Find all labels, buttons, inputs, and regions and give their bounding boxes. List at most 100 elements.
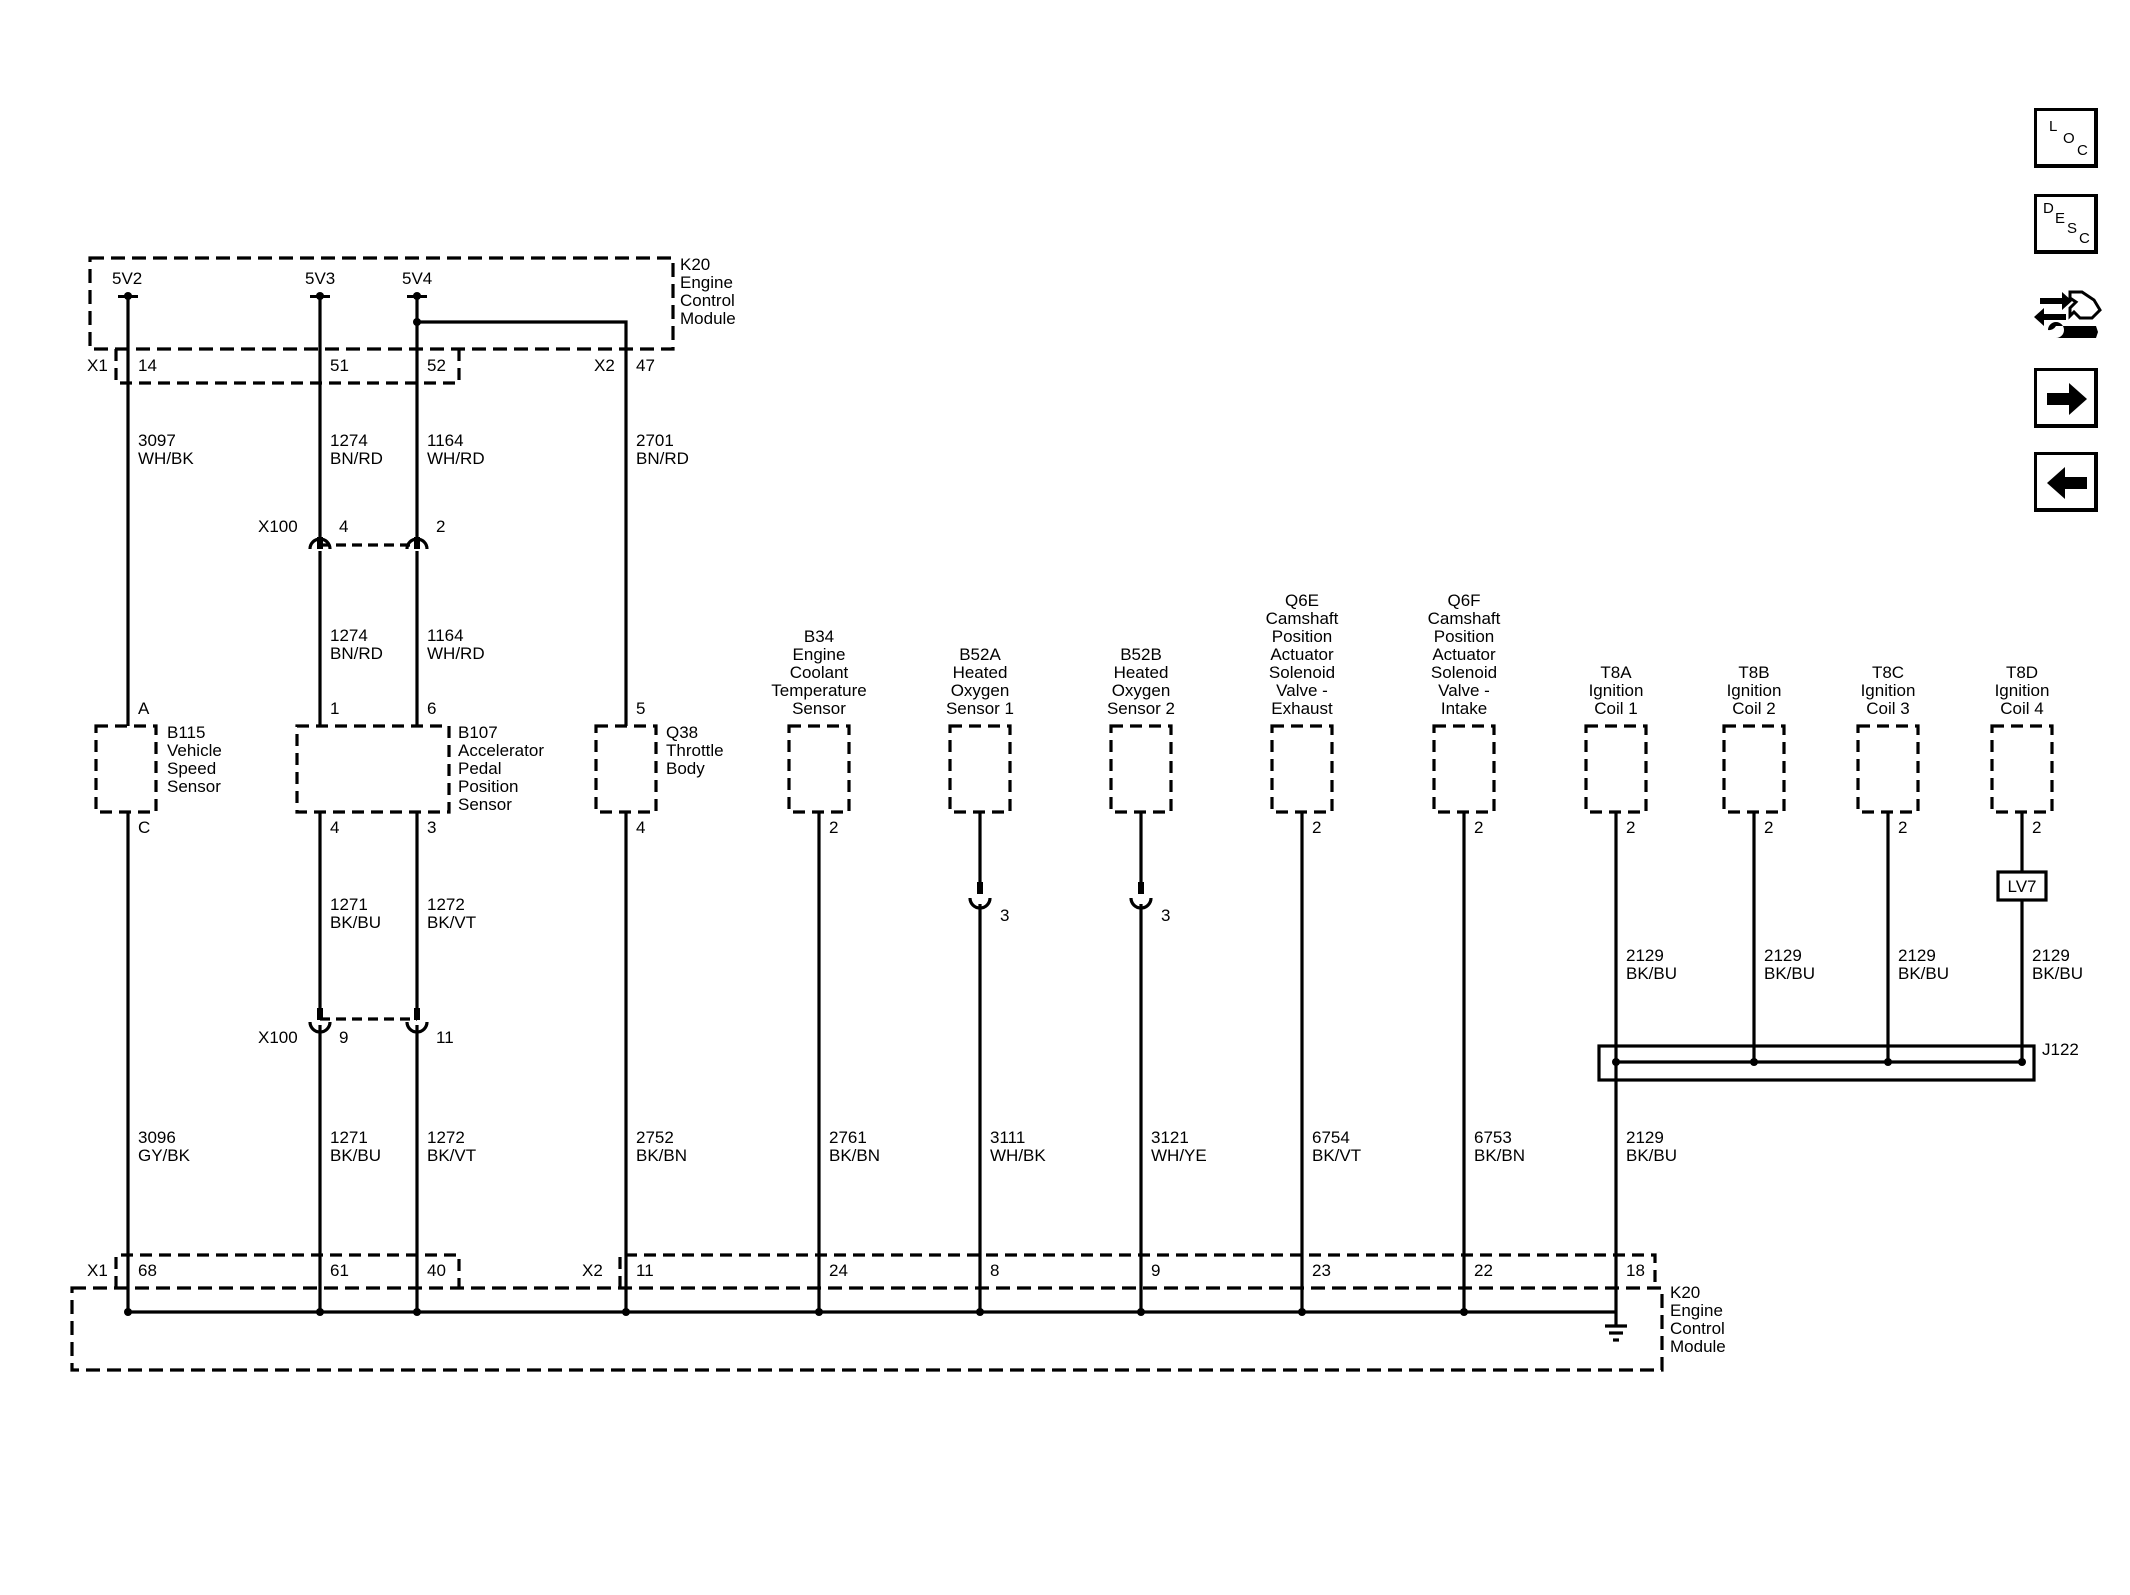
k20-bottom-x2-connector (618, 1253, 1657, 1288)
t8c-name-2: Ignition (1861, 681, 1916, 700)
q6f-name-1: Q6F (1447, 591, 1480, 610)
ref-5v3-dot (316, 292, 324, 300)
junction-24 (815, 1308, 823, 1316)
q6f-name-7: Intake (1441, 699, 1487, 718)
wire-3096-num: 3096 (138, 1128, 176, 1147)
x100-bottom-pin-9: 9 (339, 1028, 348, 1047)
wire-2129d-num: 2129 (2032, 946, 2070, 965)
wire-1272a-num: 1272 (427, 895, 465, 914)
b52a-name-4: Sensor 1 (946, 699, 1014, 718)
b107-name-3: Pedal (458, 759, 501, 778)
wire-1272a-color: BK/VT (427, 913, 476, 932)
q38-name-2: Throttle (666, 741, 724, 760)
wire-2129e-color: BK/BU (1626, 1146, 1677, 1165)
x100-pin-2-male (414, 537, 420, 549)
x100-top-pin-4: 4 (339, 517, 348, 536)
q6e-name-3: Position (1272, 627, 1332, 646)
wire-2761-color: BK/BN (829, 1146, 880, 1165)
b52b-terminal-3 (1129, 897, 1153, 910)
q6f-box (1432, 724, 1496, 814)
bottom-pin-40: 40 (427, 1261, 446, 1280)
junction-68 (124, 1308, 132, 1316)
connector-wrench-button[interactable] (2034, 278, 2102, 338)
b34-name-5: Sensor (792, 699, 846, 718)
wire-1272b-num: 1272 (427, 1128, 465, 1147)
t8c-pin-2: 2 (1898, 818, 1907, 837)
q38-name-3: Body (666, 759, 705, 778)
t8b-name-2: Ignition (1727, 681, 1782, 700)
junction-22 (1460, 1308, 1468, 1316)
t8c-name-3: Coil 3 (1866, 699, 1909, 718)
x100-terminal-9 (308, 1021, 332, 1034)
x100-top-name: X100 (258, 517, 298, 536)
b52a-pin-male (977, 882, 983, 894)
j122-junction-t8a (1612, 1058, 1620, 1066)
b52b-name-4: Sensor 2 (1107, 699, 1175, 718)
q6e-pin-2: 2 (1312, 818, 1321, 837)
wire-2129b-color: BK/BU (1764, 964, 1815, 983)
wire-2129a-num: 2129 (1626, 946, 1664, 965)
k20-top-module-box (88, 256, 675, 351)
wire-q38-top (417, 320, 628, 726)
b52a-name-1: B52A (959, 645, 1001, 664)
desc-letter-s: S (2067, 220, 2078, 237)
desc-button[interactable]: D E S C (2034, 194, 2098, 254)
wire-3097-num: 3097 (138, 431, 176, 450)
wire-1271a-num: 1271 (330, 895, 368, 914)
b52a-terminal-3 (968, 897, 992, 910)
previous-button[interactable] (2034, 452, 2098, 512)
bottom-x2-label: X2 (582, 1261, 603, 1280)
k20-top-x1-connector (114, 349, 461, 385)
k20-top-name-2: Engine (680, 273, 733, 292)
ref-5v2-dot (124, 292, 132, 300)
bottom-pin-22: 22 (1474, 1261, 1493, 1280)
next-button[interactable] (2034, 368, 2098, 428)
q38-pin-4: 4 (636, 818, 645, 837)
q6e-name-2: Camshaft (1266, 609, 1339, 628)
k20-bottom-module-box (70, 1286, 1664, 1372)
loc-button[interactable]: L O C (2034, 108, 2098, 168)
b115-pin-c: C (138, 818, 150, 837)
wire-1274b-color: BN/RD (330, 644, 383, 663)
t8d-pin-2: 2 (2032, 818, 2041, 837)
loc-letter-l: L (2049, 118, 2058, 135)
x100-pin-11-male (414, 1008, 420, 1020)
top-pin-52: 52 (427, 356, 446, 375)
wire-6753-color: BK/BN (1474, 1146, 1525, 1165)
q6f-pin-2: 2 (1474, 818, 1483, 837)
b115-name-4: Sensor (167, 777, 221, 796)
b34-pin-2: 2 (829, 818, 838, 837)
loc-letter-o: O (2063, 130, 2075, 147)
q6e-name-1: Q6E (1285, 591, 1319, 610)
k20-top-name-3: Control (680, 291, 735, 310)
q38-box (594, 724, 658, 814)
bottom-pin-24: 24 (829, 1261, 848, 1280)
b115-box (94, 724, 158, 814)
b52a-name-2: Heated (953, 663, 1008, 682)
x100-terminal-11 (405, 1021, 429, 1034)
wire-2129c-num: 2129 (1898, 946, 1936, 965)
b107-pin-6: 6 (427, 699, 436, 718)
b52b-box (1109, 724, 1173, 814)
t8b-box (1722, 724, 1786, 814)
top-x1-label: X1 (87, 356, 108, 375)
t8c-name-1: T8C (1872, 663, 1904, 682)
top-pin-47: 47 (636, 356, 655, 375)
wire-3111-num: 3111 (990, 1128, 1025, 1147)
wire-6754-color: BK/VT (1312, 1146, 1361, 1165)
t8a-pin-2: 2 (1626, 818, 1635, 837)
b107-name-1: B107 (458, 723, 498, 742)
t8d-box (1990, 724, 2054, 814)
b52b-name-2: Heated (1114, 663, 1169, 682)
j122-splice-box (1597, 1044, 2036, 1082)
q38-pin-5: 5 (636, 699, 645, 718)
k20-top-name-4: Module (680, 309, 736, 328)
k20-bottom-name-3: Control (1670, 1319, 1725, 1338)
wire-1164a-color: WH/RD (427, 449, 485, 468)
desc-letter-d: D (2043, 200, 2054, 217)
q6e-name-7: Exhaust (1271, 699, 1333, 718)
wire-1274b-num: 1274 (330, 626, 368, 645)
wire-1271b-num: 1271 (330, 1128, 368, 1147)
x100-top-pin-2: 2 (436, 517, 445, 536)
q6e-name-6: Valve - (1276, 681, 1328, 700)
